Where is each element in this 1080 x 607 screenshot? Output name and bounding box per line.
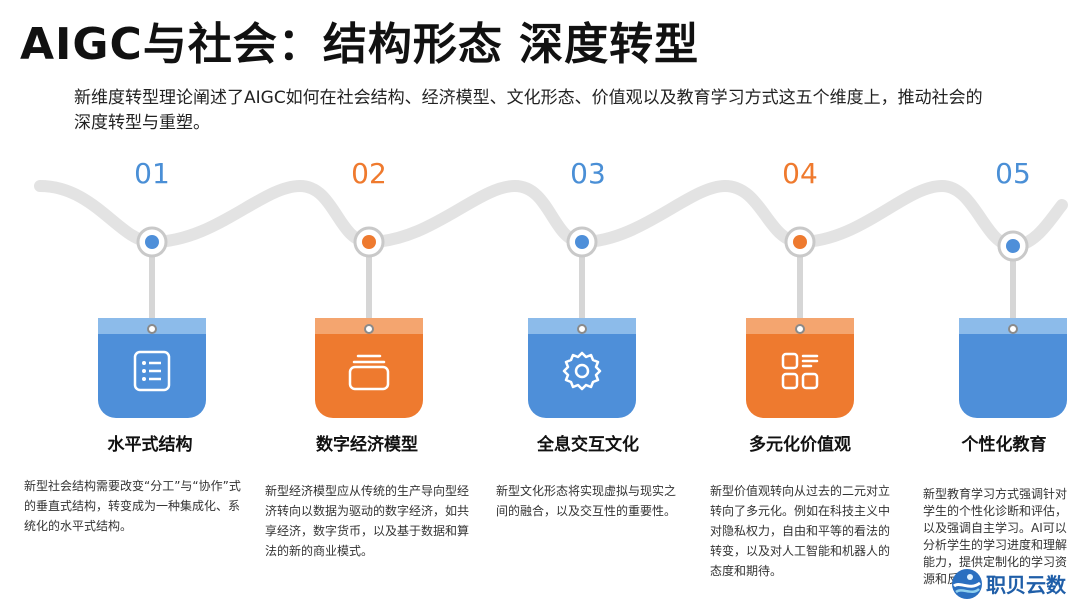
- step-desc-05: 新型教育学习方式强调针对学生的个性化诊断和评估，以及强调自主学习。AI可以分析学…: [923, 487, 1068, 586]
- brand-watermark: 职贝云数: [950, 565, 1080, 603]
- timeline-wave-line: [34, 179, 1068, 253]
- step-number-05: 05: [995, 157, 1031, 190]
- page-title: AIGC与社会：结构形态 深度转型: [20, 19, 700, 70]
- step-desc-01: 新型社会结构需要改变“分工”与“协作”式的垂直式结构，转变成为一种集成化、系统化…: [24, 479, 241, 533]
- step-title-05: 个性化教育: [961, 435, 1047, 455]
- step-number-04: 04: [782, 157, 818, 190]
- globe-logo-icon: [952, 569, 982, 599]
- step-card-02: [315, 318, 423, 418]
- app-grid-icon: [781, 352, 819, 390]
- step-card-01: [98, 318, 206, 418]
- step-desc-03: 新型文化形态将实现虚拟与现实之间的融合，以及交互性的重要性。: [496, 484, 677, 518]
- step-card-05: [959, 318, 1067, 418]
- step-card-03: [528, 318, 636, 418]
- step-number-01: 01: [134, 157, 170, 190]
- step-desc-02: 新型经济模型应从传统的生产导向型经济转向以数据为驱动的数字经济，如共享经济，数字…: [265, 484, 470, 558]
- step-desc-04: 新型价值观转向从过去的二元对立转向了多元化。例如在科技主义中对隐私权力，自由和平…: [710, 484, 891, 578]
- gear-icon: [562, 351, 602, 391]
- intro-paragraph: 新维度转型理论阐述了AIGC如何在社会结构、经济模型、文化形态、价值观以及教育学…: [74, 88, 983, 133]
- brand-name: 职贝云数: [986, 573, 1066, 597]
- step-number-03: 03: [570, 157, 606, 190]
- step-title-02: 数字经济模型: [316, 435, 418, 455]
- list-document-icon: [133, 350, 171, 392]
- step-number-02: 02: [351, 157, 387, 190]
- step-title-04: 多元化价值观: [749, 435, 851, 455]
- step-title-01: 水平式结构: [107, 435, 193, 455]
- step-card-04: [746, 318, 854, 418]
- blank-card-icon: [990, 348, 1036, 394]
- timeline-wave: [34, 179, 1068, 326]
- layered-cards-icon: [348, 354, 390, 391]
- step-title-03: 全息交互文化: [537, 435, 639, 455]
